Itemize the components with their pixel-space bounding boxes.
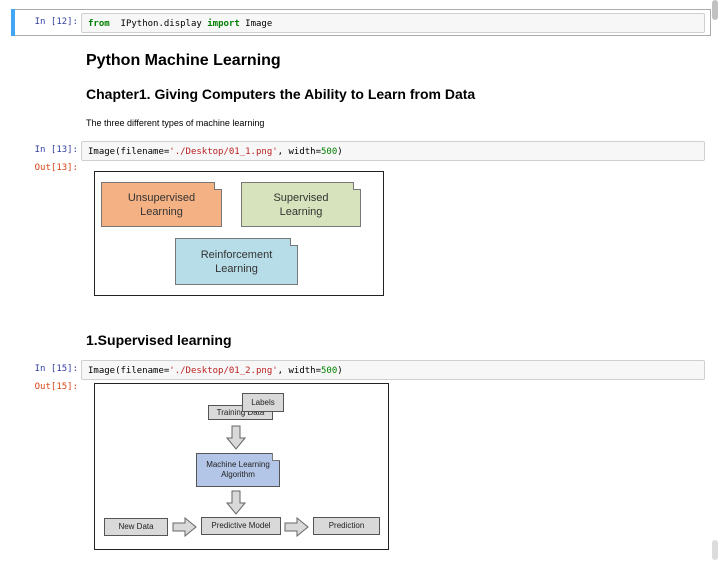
note-fold <box>214 182 222 190</box>
cell-12-code[interactable]: from IPython.display import Image <box>81 13 705 33</box>
scrollbar-thumb[interactable] <box>712 0 718 20</box>
call-str: './Desktop/01_2.png' <box>169 366 278 376</box>
note-fold <box>353 182 361 190</box>
cell-13-prompt: In [13]: <box>34 145 78 155</box>
cell-13-code[interactable]: Image(filename='./Desktop/01_1.png', wid… <box>81 141 705 161</box>
scrollbar-track-end[interactable] <box>712 540 718 560</box>
cell-13-output-prompt: Out[13]: <box>34 163 78 173</box>
call-num: 500 <box>321 366 338 376</box>
arrow-down-icon <box>226 490 246 515</box>
call-mid: , width= <box>277 147 322 157</box>
unsupervised-note: Unsupervised Learning <box>101 182 222 227</box>
call-str: './Desktop/01_1.png' <box>169 147 278 157</box>
reinforcement-label: Reinforcement Learning <box>200 248 273 275</box>
call-end: ) <box>337 147 343 157</box>
call-num: 500 <box>321 147 338 157</box>
cell-12-prompt: In [12]: <box>34 17 78 27</box>
ml-algorithm-label: Machine Learning Algorithm <box>206 460 270 479</box>
predictive-model-box: Predictive Model <box>201 517 281 535</box>
call-mid: , width= <box>277 366 322 376</box>
unsupervised-label: Unsupervised Learning <box>127 191 196 218</box>
figure-ml-types: Unsupervised Learning Supervised Learnin… <box>94 171 384 296</box>
kw-import: import <box>207 19 240 29</box>
cell-selection-bar <box>11 9 15 36</box>
import-name: Image <box>245 19 273 29</box>
call-fn: Image(filename= <box>88 147 170 157</box>
labels-box: Labels <box>242 393 284 412</box>
call-fn: Image(filename= <box>88 366 170 376</box>
cell-15-output-prompt: Out[15]: <box>34 382 78 392</box>
arrow-right-icon <box>172 517 197 537</box>
arrow-right-icon <box>284 517 309 537</box>
note-fold <box>290 238 298 246</box>
section-heading: 1.Supervised learning <box>86 332 232 348</box>
ml-algorithm-box: Machine Learning Algorithm <box>196 453 280 487</box>
supervised-note: Supervised Learning <box>241 182 361 227</box>
note-fold <box>272 453 280 461</box>
reinforcement-note: Reinforcement Learning <box>175 238 298 285</box>
kw-from: from <box>88 19 110 29</box>
call-end: ) <box>337 366 343 376</box>
module-name: IPython.display <box>120 19 202 29</box>
chapter-heading: Chapter1. Giving Computers the Ability t… <box>86 86 476 102</box>
arrow-down-icon <box>226 425 246 450</box>
new-data-box: New Data <box>104 518 168 536</box>
cell-15-prompt: In [15]: <box>34 364 78 374</box>
figure-supervised-flow: Training Data Labels Machine Learning Al… <box>94 383 389 550</box>
description-text: The three different types of machine lea… <box>86 118 265 128</box>
cell-15-code[interactable]: Image(filename='./Desktop/01_2.png', wid… <box>81 360 705 380</box>
page-title: Python Machine Learning <box>86 52 281 69</box>
supervised-label: Supervised Learning <box>273 191 329 218</box>
cell-12[interactable] <box>15 9 711 36</box>
prediction-box: Prediction <box>313 517 380 535</box>
